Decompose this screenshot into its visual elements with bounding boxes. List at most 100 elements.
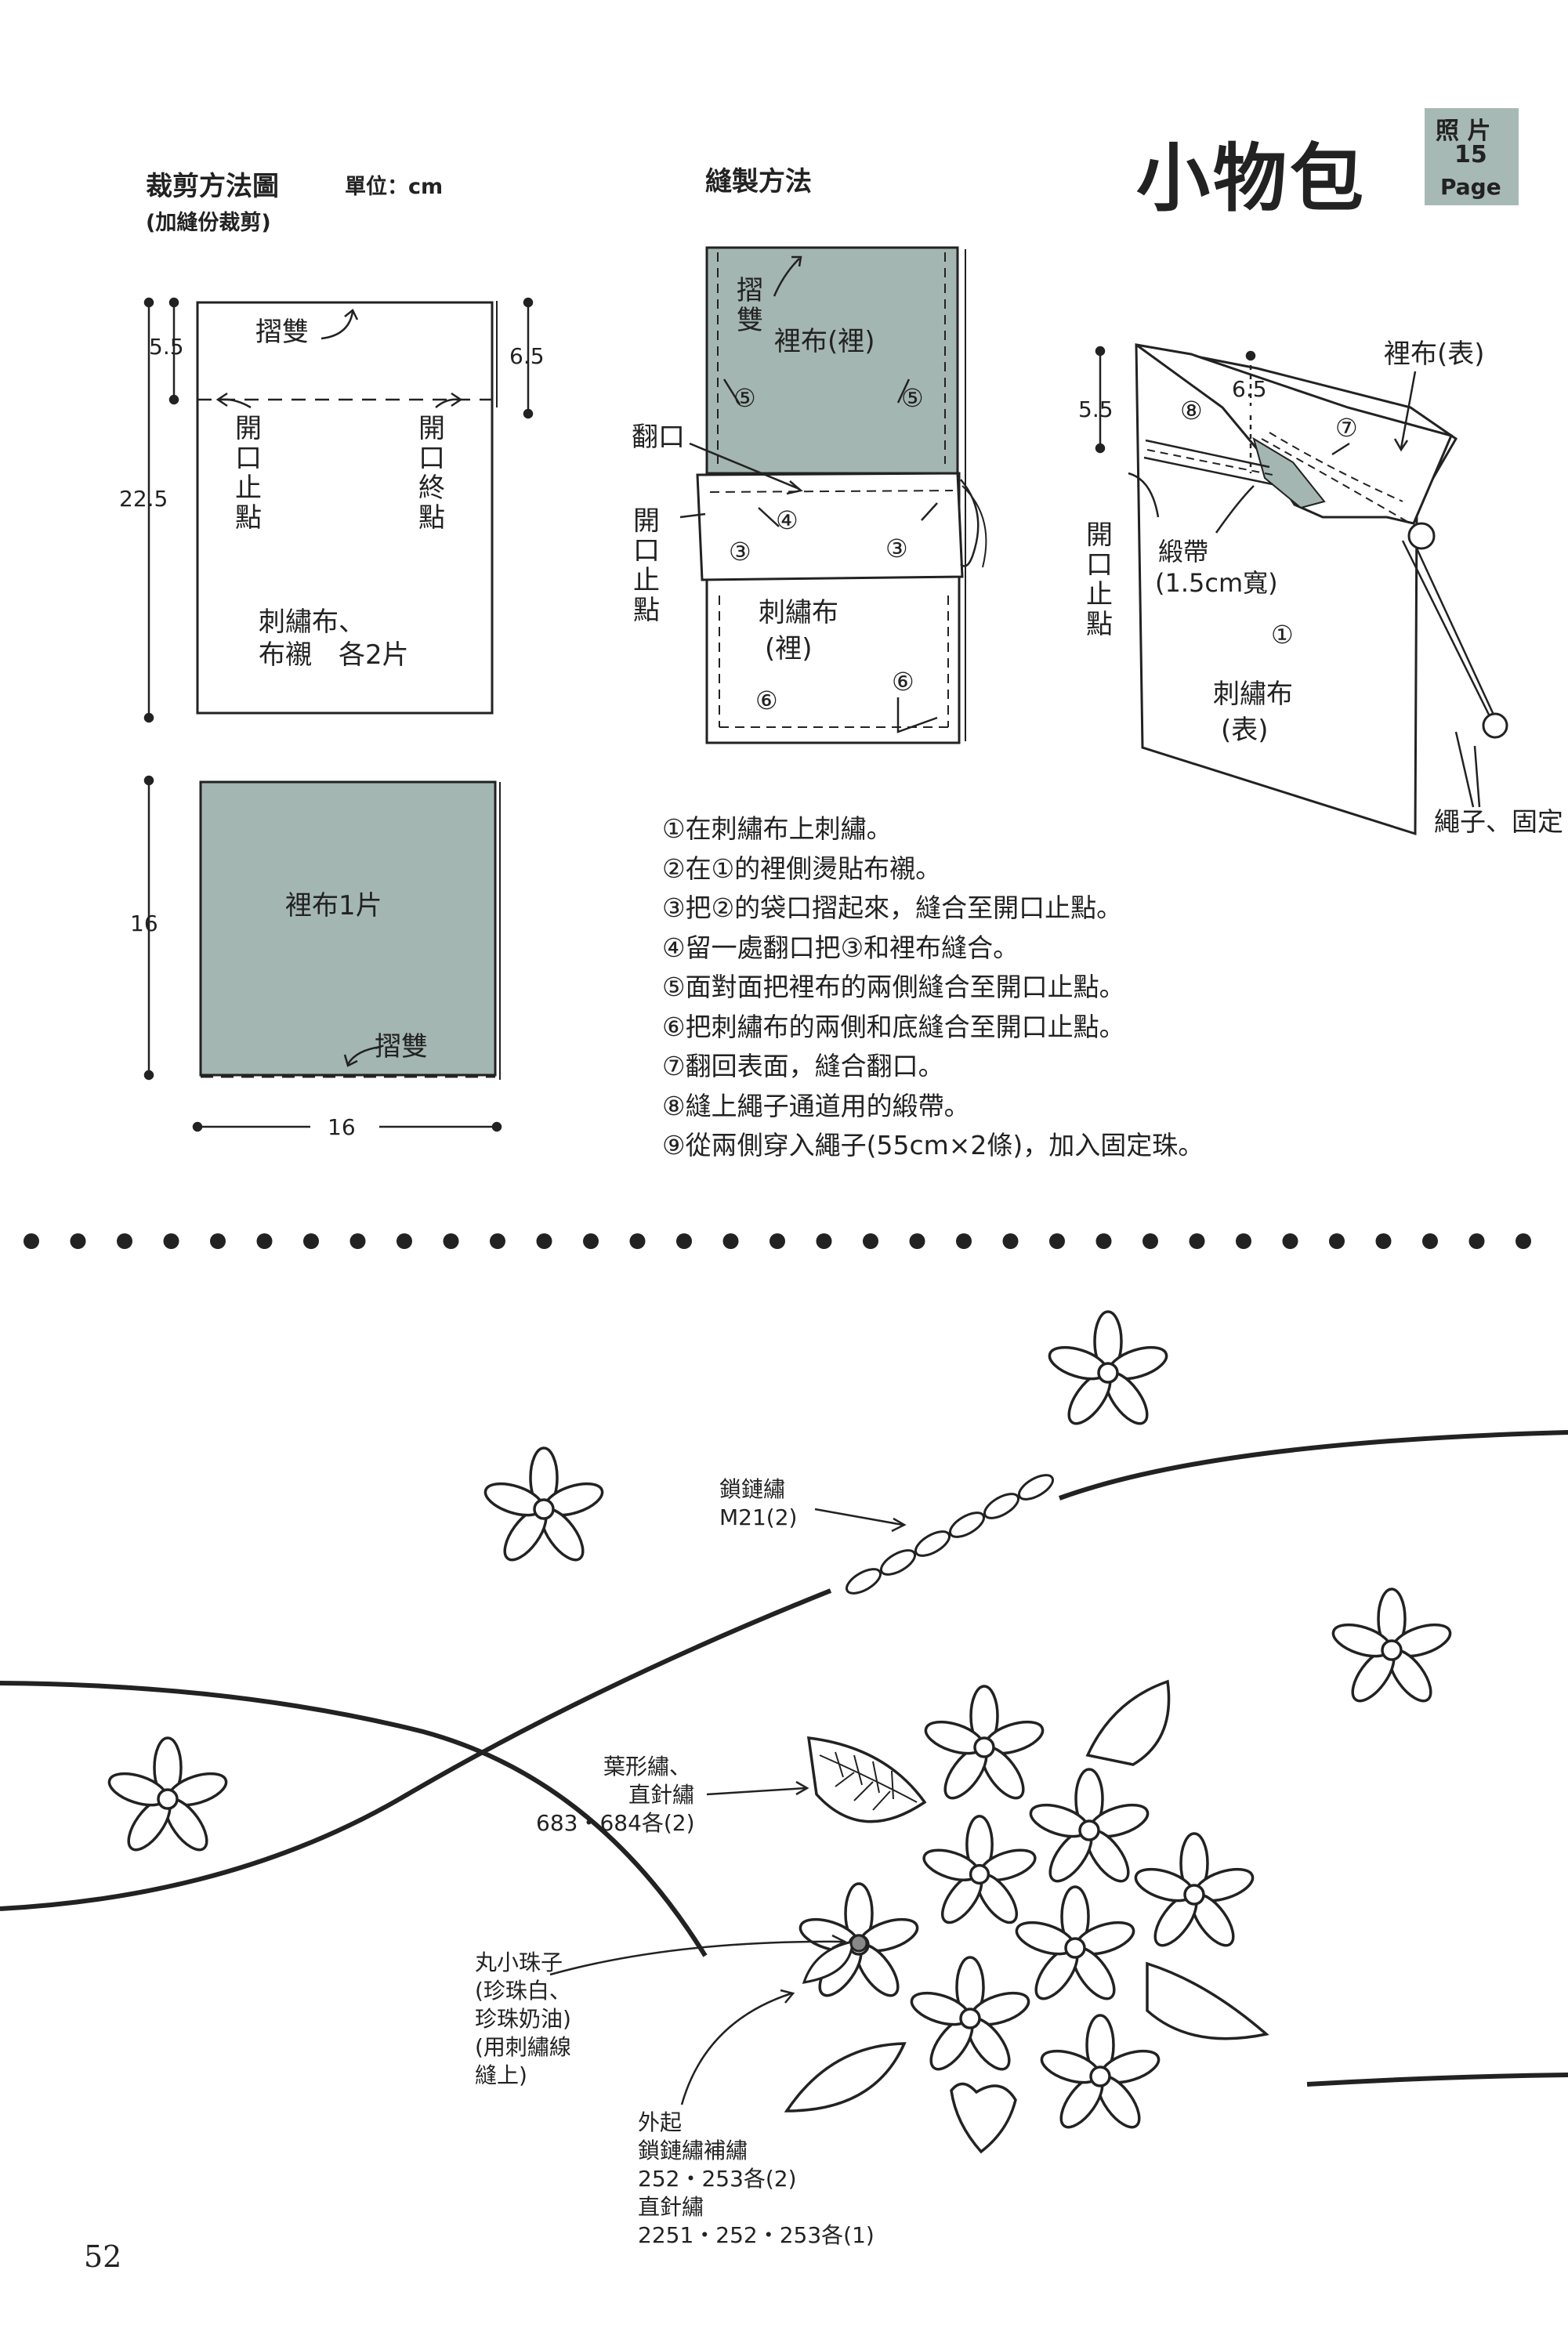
divider-dot <box>1236 1233 1251 1249</box>
photo-page-badge: 照 片 15 Page <box>1425 108 1519 205</box>
leaf-stitch-label-3: 683・684各(2) <box>536 1810 695 1836</box>
divider-dot <box>256 1233 273 1249</box>
step-marker-6-right: ⑥ <box>892 667 914 697</box>
divider-dot <box>1515 1233 1531 1249</box>
page-number: 52 <box>84 2239 122 2274</box>
fold-arrows <box>215 309 463 1067</box>
finished-arrows <box>1128 371 1481 808</box>
outline-label-1: 外起 <box>638 2109 683 2135</box>
chain-loop <box>914 1530 951 1557</box>
divider-dot <box>24 1233 39 1249</box>
finished-bag-diagram <box>1135 343 1508 836</box>
divider-dot <box>676 1233 692 1249</box>
sewing-fold-label: 摺雙 <box>737 275 763 336</box>
finished-opening-stop-label: 開口止點 <box>1086 520 1113 640</box>
ribbon-curve-left <box>0 1681 708 1957</box>
sewing-step: ③把②的袋口摺起來，縫合至開口止點。 <box>662 892 1123 923</box>
divider-dot <box>583 1233 599 1249</box>
embroidery-inside-label-2: (裡) <box>765 633 813 664</box>
divider-dot <box>536 1233 552 1249</box>
leaf-left <box>784 2042 907 2112</box>
divider-dot <box>816 1233 832 1249</box>
opening-end-label: 開口終點 <box>418 413 445 534</box>
step-marker-5-left: ⑤ <box>733 383 756 413</box>
flower <box>1015 1885 1135 2000</box>
step-marker-4: ④ <box>776 505 798 535</box>
divider-dot <box>1002 1233 1019 1249</box>
sewing-heading: 縫製方法 <box>705 166 812 197</box>
flower <box>1331 1588 1452 1703</box>
divider-dot <box>210 1233 226 1249</box>
flower <box>1029 1768 1150 1883</box>
leaf-stitched <box>806 1736 927 1823</box>
divider-dot <box>1282 1233 1298 1249</box>
step-marker-5-right: ⑤ <box>901 383 924 413</box>
divider-dot <box>629 1233 646 1249</box>
sewing-step: ⑦翻回表面，縫合翻口。 <box>662 1051 944 1081</box>
step-marker-1: ① <box>1271 620 1294 650</box>
embroidery-inside-label-1: 刺繡布 <box>759 597 838 628</box>
divider-dot <box>1189 1233 1205 1249</box>
embroidery-fabric-label-2: 布襯 各2片 <box>259 639 409 671</box>
lining-fabric-piece <box>199 780 501 1080</box>
divider-dot <box>863 1233 878 1249</box>
step-marker-3-left: ③ <box>729 537 751 567</box>
divider-dot <box>349 1233 366 1249</box>
flower-motifs <box>107 1310 1452 2129</box>
chain-stitch-row <box>846 1474 1054 1595</box>
leaf-right <box>1146 1961 1269 2040</box>
divider-dot <box>1468 1233 1485 1249</box>
sewing-step: ①在刺繡布上刺繡。 <box>662 813 893 844</box>
divider-dot <box>722 1233 739 1249</box>
outline-label-3: 252・253各(2) <box>638 2166 797 2192</box>
badge-number: 15 <box>1454 141 1487 168</box>
embroidery-outside-label-2: (表) <box>1221 715 1269 746</box>
sewing-diagram <box>696 246 987 744</box>
dotted-divider <box>24 1233 1531 1249</box>
step-marker-8: ⑧ <box>1180 396 1203 425</box>
ribbon-curve-back <box>0 1588 832 1911</box>
fold-label-top: 摺雙 <box>255 317 309 348</box>
divider-dot <box>1422 1233 1438 1249</box>
divider-dot <box>117 1233 132 1249</box>
badge-label: 照 片 <box>1436 118 1491 145</box>
step-marker-3-right: ③ <box>885 534 908 563</box>
divider-dot <box>70 1233 86 1249</box>
outline-label-2: 鎖鏈繡補繡 <box>638 2138 748 2163</box>
divider-dot <box>443 1233 459 1249</box>
bead-label-5: 縫上) <box>475 2062 527 2088</box>
outline-label-5: 2251・252・253各(1) <box>638 2222 875 2248</box>
lining-fabric-label: 裡布1片 <box>285 890 382 921</box>
annotation-leader-lines <box>549 1508 907 2105</box>
divider-dot <box>163 1233 179 1249</box>
bead-label-1: 丸小珠子 <box>475 1950 563 1975</box>
bead-label-4: (用刺繡線 <box>475 2034 571 2060</box>
leaf-stitch-label-1: 葉形繡、 <box>603 1754 692 1779</box>
divider-dot <box>397 1233 412 1249</box>
sewing-step: ⑤面對面把裡布的兩側縫合至開口止點。 <box>662 972 1125 1002</box>
embroidery-fabric-label-1: 刺繡布、 <box>259 606 365 638</box>
bead-and-small-leaf <box>802 1934 868 1984</box>
bead-label-2: (珍珠白、 <box>475 1978 571 2004</box>
chain-loop <box>846 1568 882 1595</box>
sewing-step: ⑥把刺繡布的兩側和底縫合至開口止點。 <box>662 1011 1125 1042</box>
leaf-motifs <box>784 1679 1269 2154</box>
ribbon-curve-right <box>1058 1430 1568 1501</box>
chain-stitch-label-2: M21(2) <box>719 1504 798 1530</box>
page-title: 小物包 <box>1136 136 1367 222</box>
flower <box>1048 1310 1168 1425</box>
step-marker-6-left: ⑥ <box>755 686 778 715</box>
divider-dot <box>956 1233 972 1249</box>
finished-dim-6-5: 6.5 <box>1232 376 1267 402</box>
chain-loop <box>1018 1474 1054 1501</box>
divider-dot <box>1375 1233 1392 1249</box>
ribbon-curve-bottom-right <box>1306 2073 1568 2087</box>
ribbon-label-1: 緞帶 <box>1158 537 1209 567</box>
leaf-bottom <box>950 2082 1017 2154</box>
ribbon-label-2: (1.5cm寬) <box>1155 568 1278 598</box>
dim-5-5: 5.5 <box>149 334 184 360</box>
divider-dot <box>303 1233 319 1249</box>
unit-label: 單位：cm <box>345 175 444 199</box>
bead-label-3: 珍珠奶油) <box>475 2006 571 2032</box>
sewing-opening-stop-label: 開口止點 <box>633 505 660 626</box>
